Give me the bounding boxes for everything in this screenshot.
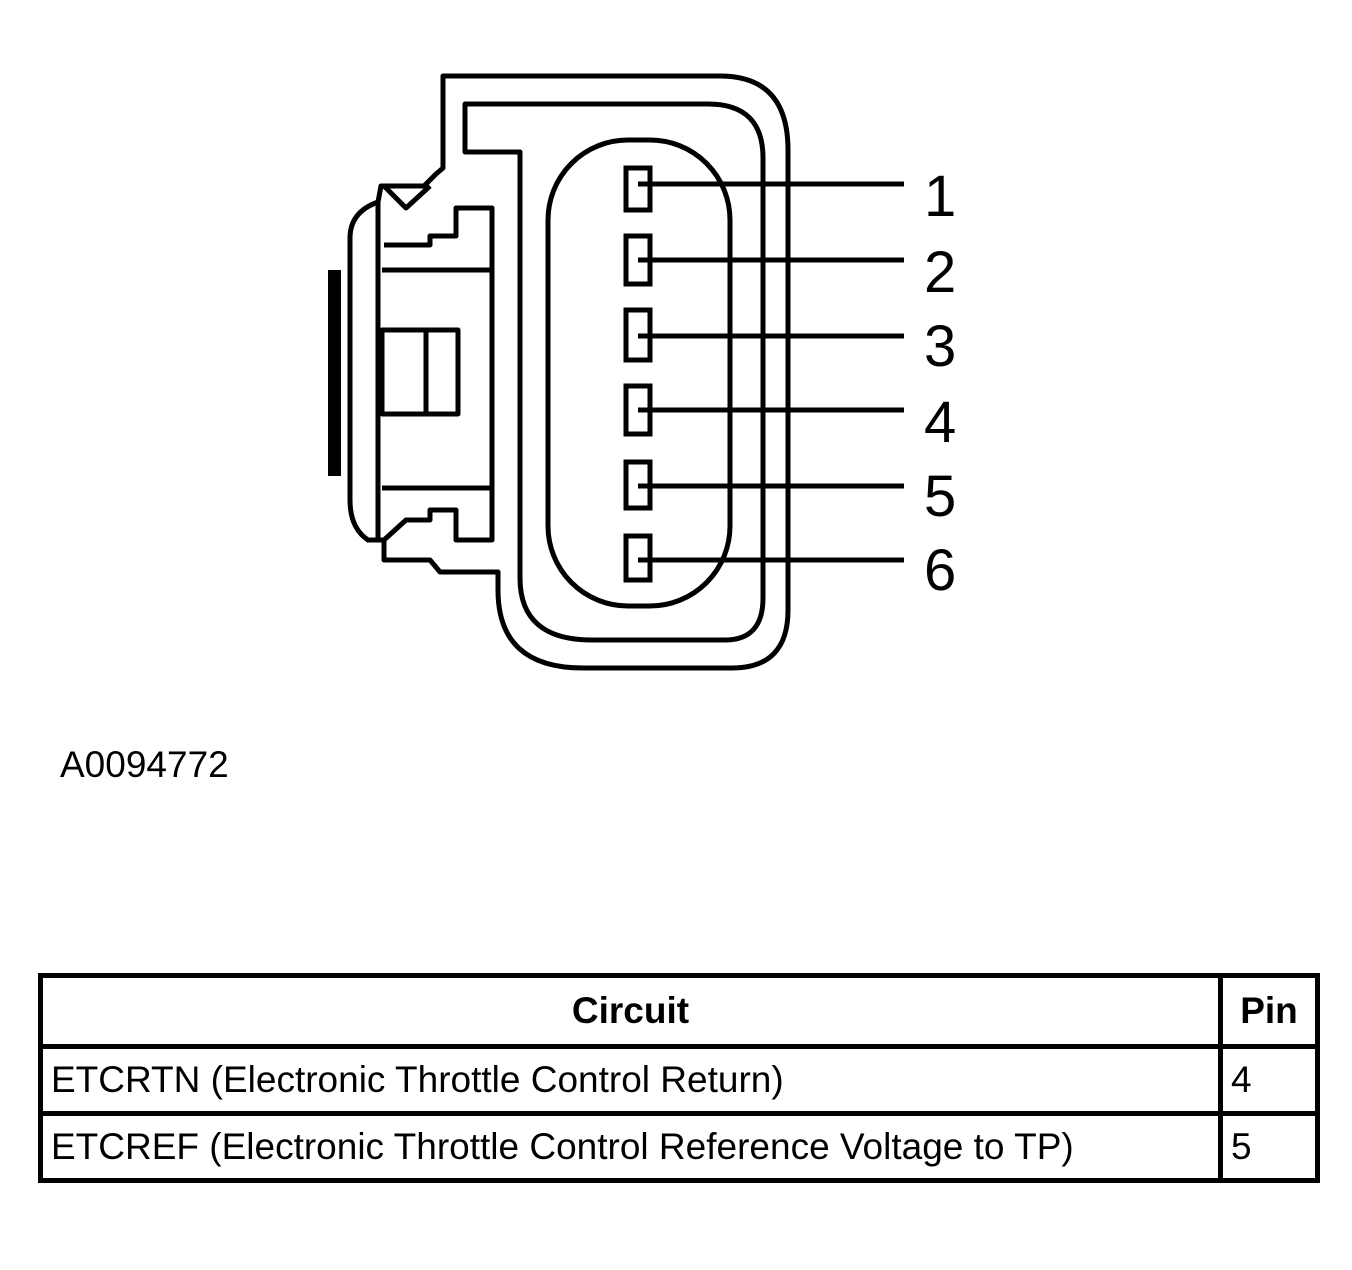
- pin-number-2: 2: [924, 240, 956, 305]
- pin-cavity: [545, 137, 733, 609]
- table-header-row: Circuit Pin: [38, 973, 1320, 1049]
- latch-outline: [375, 184, 495, 543]
- pin-number-6: 6: [924, 538, 956, 603]
- circuit-cell: ETCREF (Electronic Throttle Control Refe…: [38, 1111, 1223, 1183]
- connector-diagram: 1 2 3 4 5 6: [328, 73, 956, 671]
- pin-number-1: 1: [924, 164, 956, 229]
- pin-cell: 4: [1218, 1044, 1320, 1116]
- pin-terminal-1: [623, 165, 653, 213]
- connector-housing-outer: [347, 73, 791, 671]
- table-row: ETCREF (Electronic Throttle Control Refe…: [38, 1111, 1320, 1183]
- figure-id: A0094772: [60, 744, 229, 785]
- connector-housing-inner: [462, 101, 766, 643]
- latch-window: [379, 327, 461, 417]
- table-row: ETCRTN (Electronic Throttle Control Retu…: [38, 1044, 1320, 1116]
- column-header-pin: Pin: [1218, 973, 1320, 1049]
- circuit-cell: ETCRTN (Electronic Throttle Control Retu…: [38, 1044, 1223, 1116]
- pin-cell: 5: [1218, 1111, 1320, 1183]
- column-header-circuit: Circuit: [38, 973, 1223, 1049]
- pin-number-5: 5: [924, 464, 956, 529]
- pin-number-4: 4: [924, 390, 956, 455]
- pin-number-3: 3: [924, 314, 956, 379]
- connector-back-bar: [328, 270, 341, 476]
- pinout-table: Circuit Pin ETCRTN (Electronic Throttle …: [38, 973, 1320, 1183]
